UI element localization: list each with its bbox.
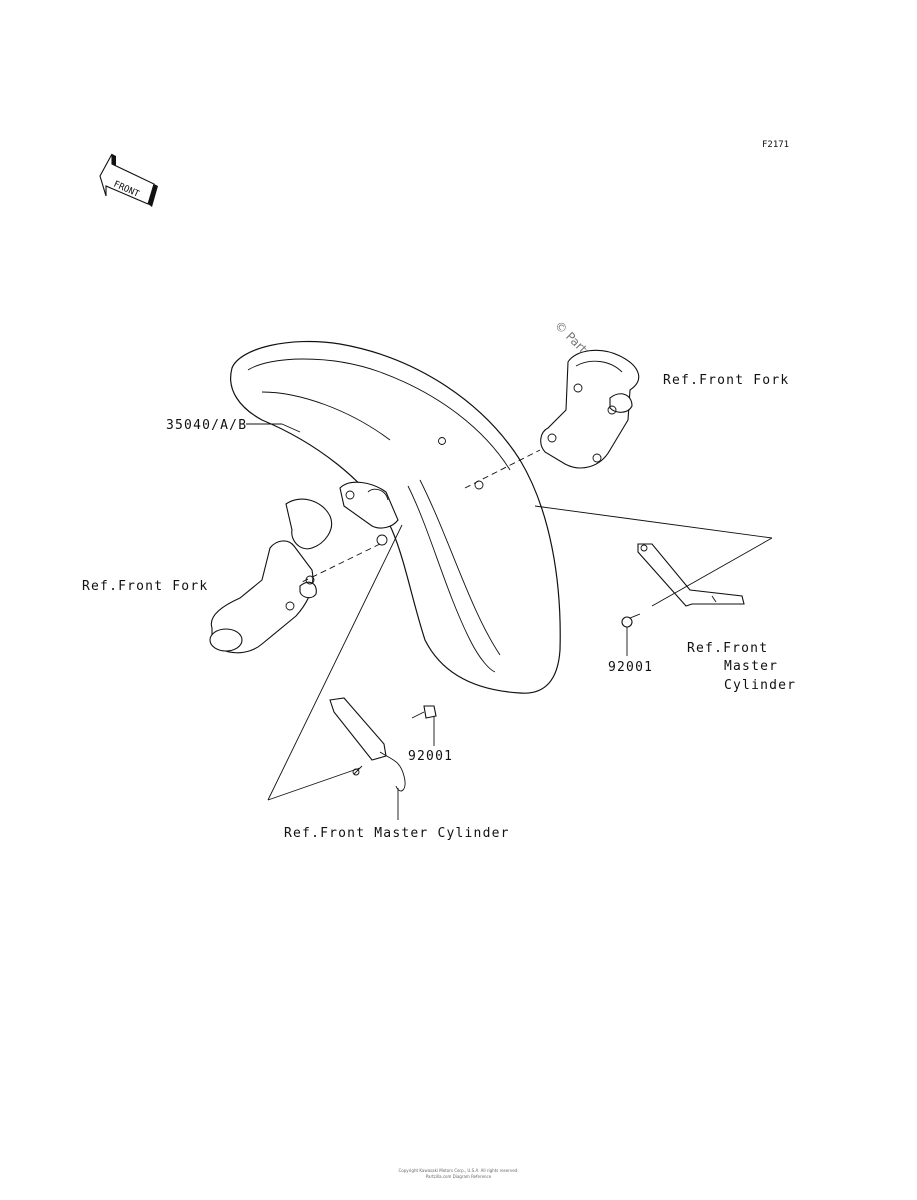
footer-line-1: Copyright Kawasaki Motors Corp., U.S.A. … (398, 1168, 519, 1173)
label-master-cyl-bottom: Ref.Front Master Cylinder (284, 826, 510, 841)
label-bolt-lower: 92001 (408, 749, 453, 764)
label-front-fork-right: Ref.Front Fork (663, 373, 789, 388)
front-fork-right[interactable] (540, 349, 640, 469)
front-fork-left[interactable] (209, 498, 332, 654)
label-front-fork-left: Ref.Front Fork (82, 579, 208, 594)
bolt-upper[interactable] (621, 613, 641, 628)
bracket-lower[interactable] (329, 697, 406, 792)
label-master-cyl-right-3: Cylinder (724, 678, 796, 693)
figure-code: F2171 (762, 140, 789, 150)
bracket-right[interactable] (637, 543, 745, 607)
label-master-cyl-right-2: Master (724, 659, 778, 674)
front-arrow-icon: FRONT (99, 153, 158, 207)
label-master-cyl-right-1: Ref.Front (687, 641, 768, 656)
footer-line-2: Partzilla.com Diagram Reference (425, 1174, 492, 1179)
label-fender-part: 35040/A/B (166, 418, 247, 433)
leader-lines (246, 423, 773, 820)
front-fender[interactable] (230, 340, 561, 694)
label-bolt-upper: 92001 (608, 660, 653, 675)
bolt-lower[interactable] (411, 705, 437, 719)
